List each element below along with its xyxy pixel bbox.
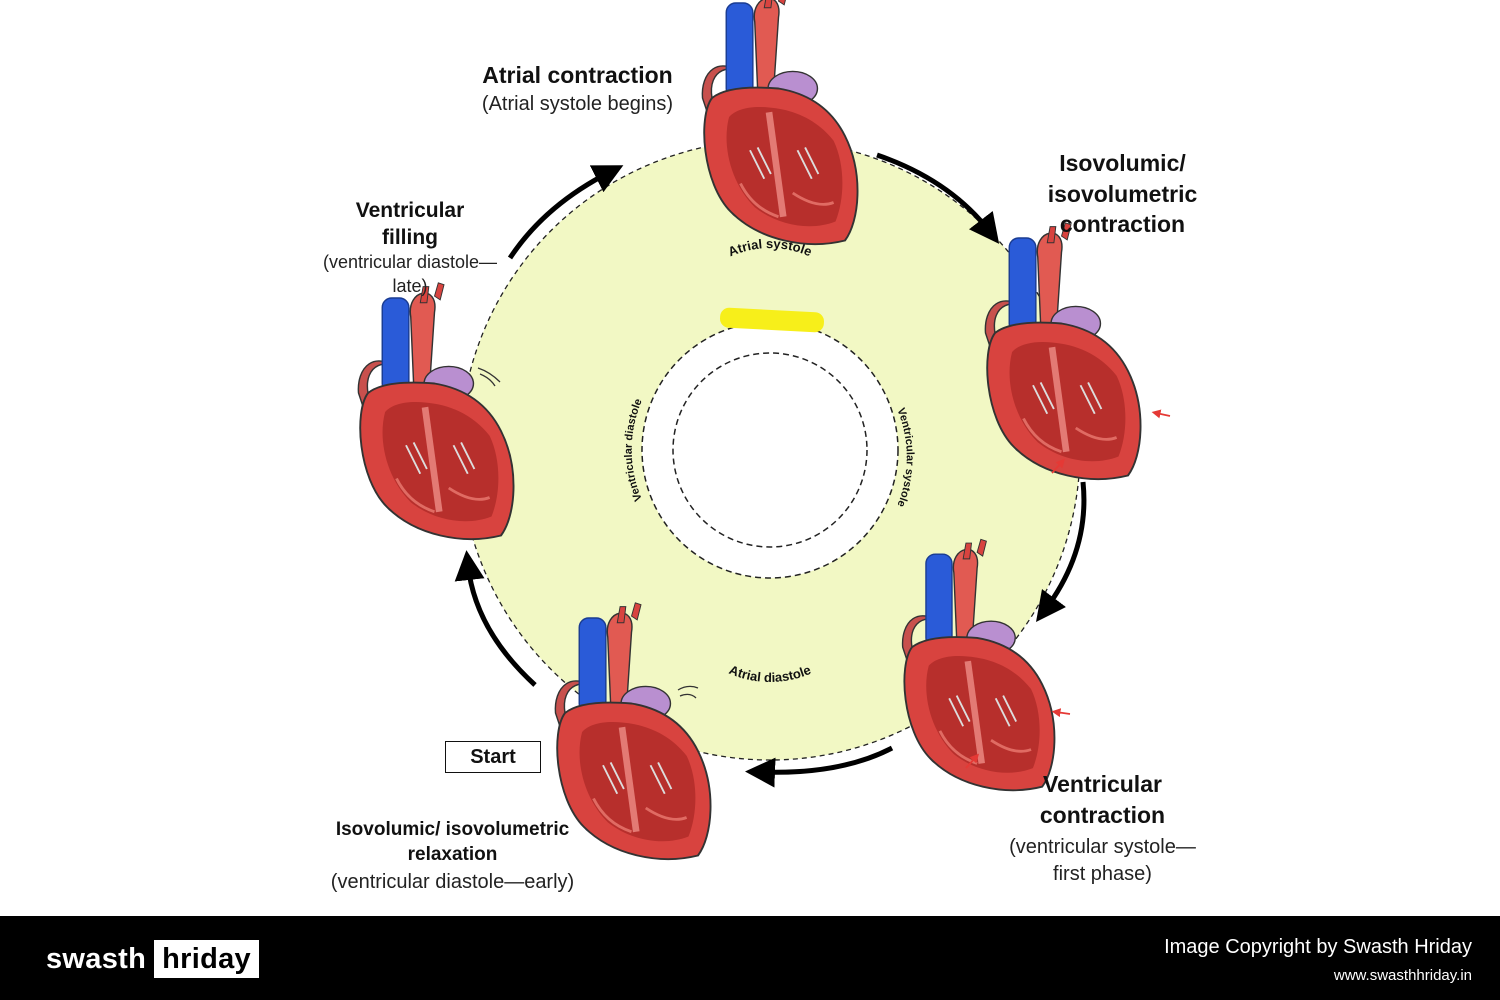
ventricular-contraction-sub2: first phase) — [1053, 863, 1152, 886]
atrial-systole-highlight — [720, 307, 824, 333]
arrow-ventricular-to-relaxation — [745, 745, 894, 788]
ventricular-filling-line2: filling — [382, 226, 438, 250]
isovolumic-contraction-line2: isovolumetric — [1047, 180, 1198, 207]
inner-core — [672, 352, 868, 548]
website-link[interactable]: www.swasthhriday.in — [1333, 967, 1472, 984]
brand-logo: swasth hriday — [46, 940, 259, 978]
inner-label-bottom: Atrial diastole — [727, 662, 813, 685]
heart-isovolumic-contraction-icon — [985, 223, 1140, 479]
red-arrow-icon — [1051, 458, 1066, 474]
isovolumic-relaxation-line2: relaxation — [407, 843, 498, 865]
start-label: Start — [445, 741, 541, 773]
isovolumic-relaxation-sub: (ventricular diastole—early) — [330, 870, 575, 893]
isovolumic-contraction-line3: contraction — [1059, 211, 1186, 238]
atrial-contraction-title: Atrial contraction — [482, 62, 673, 88]
isovolumic-relaxation-line1: Isovolumic/ isovolumetric — [335, 819, 570, 840]
copyright-text: Image Copyright by Swasth Hriday — [1164, 936, 1472, 958]
cardiac-cycle-diagram: Atrial systole Atrial diastole Ventricul… — [0, 0, 1171, 915]
lead-wire-icon — [477, 367, 501, 387]
ventricular-contraction-sub1: (ventricular systole— — [1009, 836, 1196, 859]
isovolumic-contraction-line1: Isovolumic/ — [1059, 150, 1186, 176]
brand-part1: swasth — [46, 942, 147, 975]
label-ventricular-contraction: Ventricular contraction (ventricular sys… — [990, 771, 1215, 886]
ventricular-filling-line1: Ventricular — [355, 199, 465, 222]
label-isovolumic-relaxation: Isovolumic/ isovolumetric relaxation (ve… — [300, 819, 605, 894]
atrial-contraction-subtitle: (Atrial systole begins) — [481, 92, 674, 115]
ventricular-contraction-line1: Ventricular — [1043, 771, 1162, 797]
ventricular-contraction-line2: contraction — [1039, 801, 1166, 828]
label-atrial-contraction: Atrial contraction (Atrial systole begin… — [440, 62, 715, 116]
copyright-block: Image Copyright by Swasth Hriday www.swa… — [1164, 936, 1472, 984]
red-arrow-icon — [1151, 409, 1171, 419]
arrow-filling-to-atrial — [507, 165, 624, 260]
red-arrow-icon — [965, 753, 980, 769]
ventricular-filling-sub1: (ventricular diastole— — [322, 252, 498, 273]
footer: swasth hriday Image Copyright by Swasth … — [0, 916, 1500, 1000]
arrow-atrial-to-isovolumic — [876, 152, 1000, 244]
arrow-isovolumic-to-ventricular — [1036, 481, 1087, 623]
red-arrow-icon — [1051, 708, 1071, 718]
ventricular-filling-sub2: late) — [392, 275, 428, 296]
arrow-relaxation-to-filling — [454, 550, 537, 687]
brand-part2: hriday — [154, 940, 259, 978]
label-ventricular-filling: Ventricular filling (ventricular diastol… — [310, 198, 510, 298]
label-isovolumic-contraction: Isovolumic/ isovolumetric contraction — [1010, 150, 1235, 239]
lead-wire-icon — [677, 685, 699, 699]
